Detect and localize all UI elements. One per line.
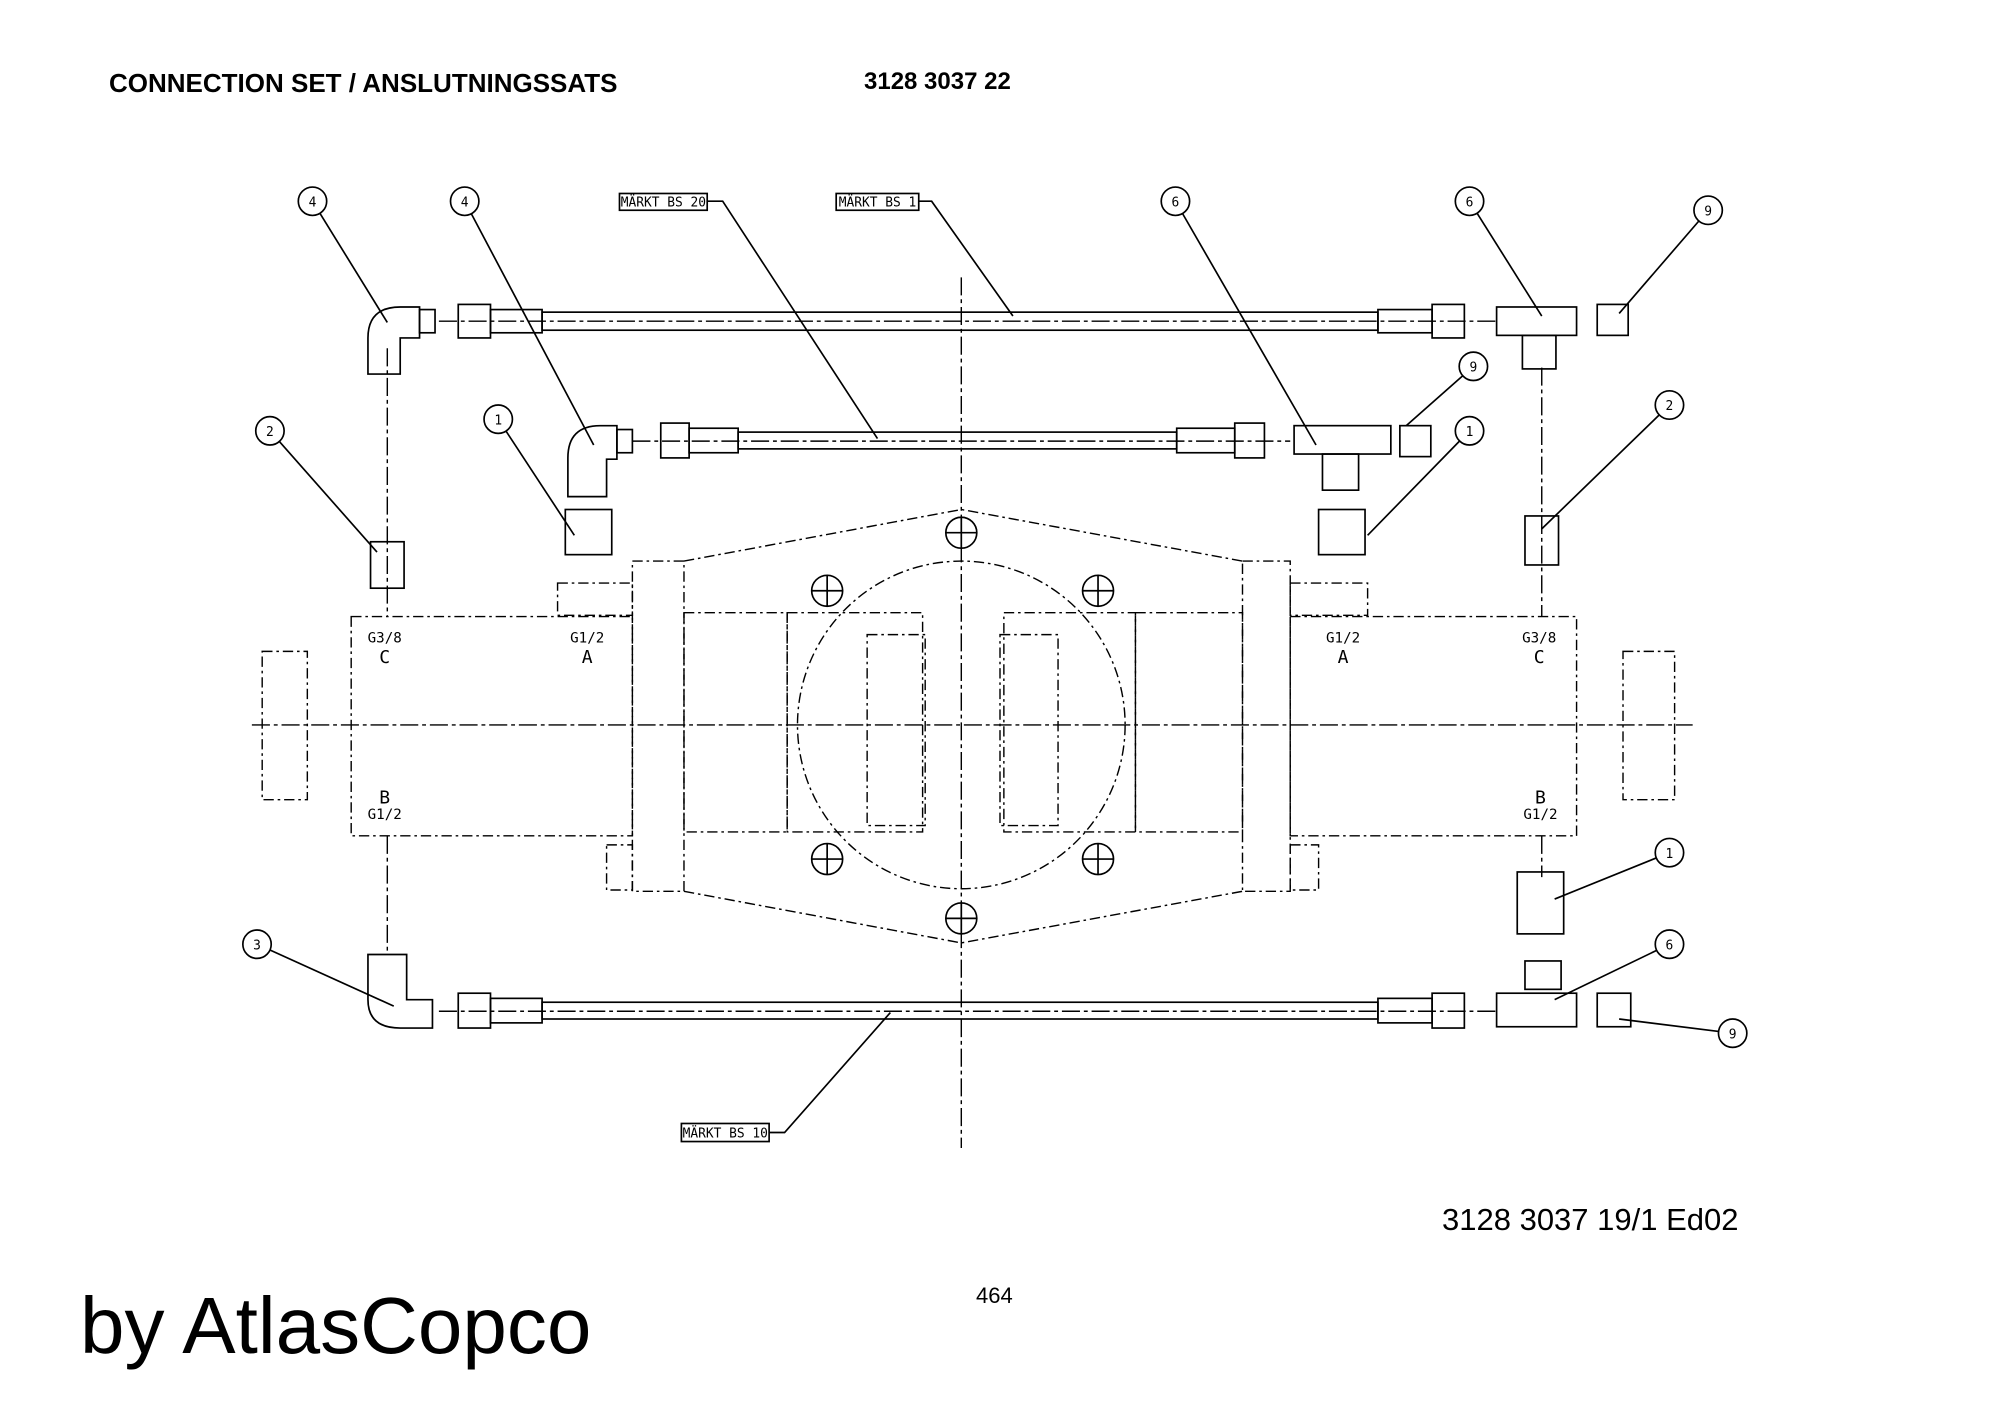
nut-fitting — [1399, 424, 1432, 458]
balloon-number: 9 — [1729, 1027, 1737, 1042]
leader-line — [1541, 414, 1660, 530]
item-balloon: 6 — [1554, 929, 1685, 1001]
item-balloon: 6 — [1454, 186, 1543, 317]
part-number: 3128 3037 22 — [864, 68, 1011, 95]
port-letter-label: C — [379, 647, 390, 668]
item-balloon: 9 — [1619, 1018, 1748, 1049]
item-balloon: 4 — [297, 186, 389, 323]
leader-line — [319, 212, 389, 323]
svg-text:MÄRKT BS 10: MÄRKT BS 10 — [683, 1126, 768, 1142]
item-balloon: 4 — [449, 186, 595, 446]
port-thread-label: G1/2 — [1326, 630, 1360, 646]
hose-label-bs-10: MÄRKT BS 10 — [680, 1012, 891, 1143]
item-balloon: 1 — [1367, 415, 1485, 536]
hose-bs-20 — [659, 422, 1266, 459]
balloon-number: 1 — [494, 413, 502, 428]
port-thread-label: G3/8 — [368, 630, 402, 646]
elbow-fitting — [567, 424, 634, 498]
port-thread-label: G1/2 — [368, 807, 402, 823]
item-balloon: 9 — [1405, 351, 1489, 427]
elbow-fitting — [367, 953, 434, 1029]
svg-text:MÄRKT BS 1: MÄRKT BS 1 — [839, 194, 917, 210]
item-balloon: 1 — [483, 404, 576, 536]
nipple-fitting — [1524, 515, 1560, 566]
hose-label-bs-1: MÄRKT BS 1 — [835, 192, 1014, 317]
svg-text:MÄRKT BS 20: MÄRKT BS 20 — [621, 194, 706, 210]
port-thread-label: G3/8 — [1522, 630, 1556, 646]
item-balloon: 3 — [242, 929, 395, 1007]
balloon-number: 9 — [1704, 204, 1712, 219]
balloon-number: 1 — [1666, 847, 1674, 862]
brand-logo-text: by AtlasCopco — [80, 1281, 592, 1370]
bolt-hole-symbols — [810, 516, 1115, 935]
leader-line — [1367, 440, 1461, 536]
leader-line — [470, 213, 595, 446]
balloon-number: 6 — [1666, 938, 1674, 953]
tee-fitting — [1495, 960, 1578, 1028]
port-letter-label: A — [582, 647, 593, 668]
nipple-fitting — [564, 508, 613, 556]
port-letter-label: A — [1338, 647, 1349, 668]
item-balloon: 1 — [1554, 837, 1685, 900]
tee-fitting — [1293, 424, 1392, 491]
nipple-fitting — [369, 540, 405, 590]
item-balloon: 9 — [1618, 195, 1724, 314]
port-letter-label: B — [379, 788, 390, 809]
leader-line — [1554, 949, 1658, 1001]
nut-fitting — [1596, 303, 1630, 337]
leader-line — [505, 430, 576, 536]
tee-fitting — [1495, 306, 1578, 370]
item-balloon: 2 — [1541, 389, 1685, 530]
port-thread-label: G1/2 — [570, 630, 604, 646]
balloon-number: 3 — [253, 938, 261, 953]
nut-fitting — [1596, 992, 1632, 1028]
leader-line — [1181, 213, 1317, 446]
balloon-number: 6 — [1172, 195, 1180, 210]
leader-line — [1618, 220, 1700, 314]
elbow-fitting — [367, 306, 436, 375]
balloon-number: 6 — [1466, 195, 1474, 210]
cylinder-body — [261, 508, 1676, 944]
page-number: 464 — [976, 1283, 1013, 1308]
hose-bs-1 — [457, 303, 1466, 339]
balloon-number: 2 — [1666, 399, 1674, 414]
hose-bs-10 — [457, 992, 1466, 1029]
leader-line — [1619, 1018, 1719, 1033]
leader-line — [1405, 375, 1464, 427]
port-letter-label: C — [1534, 647, 1545, 668]
nipple-fitting — [1317, 508, 1366, 556]
balloon-number: 2 — [266, 425, 274, 440]
leader-line — [1476, 212, 1543, 317]
balloon-number: 4 — [461, 195, 469, 210]
balloon-number: 1 — [1466, 425, 1474, 440]
balloon-number: 9 — [1470, 360, 1478, 375]
port-thread-label: G1/2 — [1523, 807, 1557, 823]
leader-line — [269, 949, 395, 1007]
balloon-number: 4 — [309, 195, 317, 210]
hose-label-bs-20: MÄRKT BS 20 — [618, 192, 879, 440]
nipple-fitting — [1516, 871, 1565, 935]
item-balloon: 6 — [1160, 186, 1317, 446]
page-title: CONNECTION SET / ANSLUTNINGSSATS — [109, 68, 618, 98]
leader-line — [278, 440, 378, 553]
item-balloon: 2 — [254, 415, 378, 553]
port-letter-label: B — [1535, 788, 1546, 809]
drawing-reference: 3128 3037 19/1 Ed02 — [1442, 1202, 1739, 1237]
leader-line — [1554, 857, 1657, 900]
